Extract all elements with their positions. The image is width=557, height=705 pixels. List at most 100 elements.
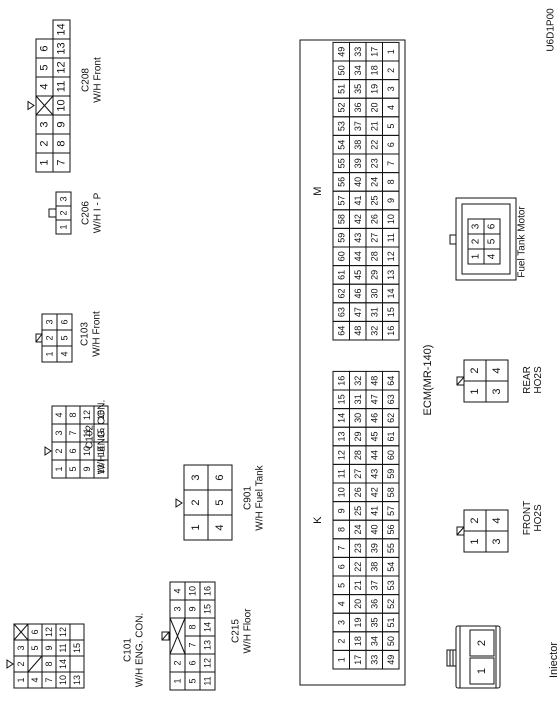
connector-latch-icon [161, 631, 170, 641]
component-name: REARHO2S [522, 366, 544, 394]
pin-number: 53 [386, 580, 396, 590]
pin-number: 50 [336, 65, 346, 75]
pin-number: 11 [56, 81, 68, 92]
pin-number: 4 [491, 367, 503, 373]
pin-number: 51 [386, 617, 396, 627]
connector-name: W/H I - P [93, 192, 104, 233]
ecm-connector: 1234567891011121314151617181920212223242… [299, 39, 406, 686]
pin-number: 51 [336, 84, 346, 94]
pin-number: 33 [369, 655, 379, 665]
pin-number: 24 [353, 524, 363, 534]
connector-latch-icon [446, 649, 457, 667]
pin-number: 44 [369, 450, 379, 460]
pin-number: 59 [336, 233, 346, 243]
pin-number: 14 [56, 23, 68, 35]
pin-number: 4 [386, 105, 396, 110]
pin-number: 9 [336, 508, 346, 513]
pin-number: 57 [336, 195, 346, 205]
pin-number: 48 [369, 376, 379, 386]
pin-number: 16 [96, 410, 106, 420]
pin-number: 6 [214, 474, 226, 480]
pin-number: 10 [56, 99, 68, 111]
pin-number: 32 [353, 376, 363, 386]
connector-name: W/H Fuel Tank [255, 464, 266, 530]
pin-number: 4 [214, 524, 226, 530]
pin-number: 57 [386, 506, 396, 516]
pin-number: 50 [386, 636, 396, 646]
pin-number: 13 [203, 640, 213, 650]
pin-number: 6 [336, 564, 346, 569]
pin-number: 37 [369, 580, 379, 590]
pin-number: 1 [54, 466, 64, 471]
connector-latch-icon [449, 234, 457, 245]
pin-number: 4 [336, 601, 346, 606]
blank-cross [13, 623, 29, 641]
pin-number: 11 [386, 233, 396, 242]
ecm-title-text: ECM(MR-140) [422, 345, 434, 416]
pin-number: 4 [60, 351, 70, 356]
connector-id: C208 [81, 68, 92, 92]
pin-number: 60 [386, 450, 396, 460]
pin-number: 2 [469, 367, 481, 373]
front-ho2s-label: FRONTHO2S [522, 501, 544, 535]
pin-number: 30 [353, 413, 363, 423]
pin-number: 36 [353, 102, 363, 112]
connector-latch-icon [456, 376, 465, 386]
ecm-section-label-k: K [312, 516, 324, 524]
pin-number: 11 [336, 469, 346, 478]
pin-number: 1 [469, 538, 481, 544]
pin-cell [469, 629, 495, 657]
connector-id: C901 [243, 486, 254, 510]
pin-number: 12 [336, 450, 346, 460]
pin-number: 9 [82, 466, 92, 471]
pin-number: 23 [353, 543, 363, 553]
pin-number: 2 [54, 448, 64, 453]
pin-number: 37 [353, 121, 363, 131]
pin-number: 3 [45, 319, 55, 324]
component-name-line: FRONT [522, 501, 533, 535]
pin-cell [56, 313, 73, 331]
pin-number: 13 [336, 431, 346, 441]
pin-number: 43 [353, 233, 363, 243]
pin-number: 42 [353, 214, 363, 224]
pin-number: 64 [336, 326, 346, 336]
pin-number: 6 [68, 448, 78, 453]
pin-number: 3 [39, 121, 51, 127]
pin-number: 3 [190, 474, 202, 480]
pin-number: 31 [369, 307, 379, 317]
pin-number: 3 [16, 645, 26, 650]
pin-number: 38 [353, 140, 363, 150]
pin-number: 26 [353, 487, 363, 497]
pin-number: 15 [386, 307, 396, 317]
pin-cell [485, 359, 509, 382]
pin-number: 10 [336, 487, 346, 497]
pin-number: 3 [173, 606, 183, 611]
component-name-line: REAR [522, 366, 533, 394]
pin-number: 2 [45, 335, 55, 340]
blank-cell [35, 95, 54, 116]
pin-number: 41 [353, 195, 363, 205]
pin-number: 12 [386, 251, 396, 261]
pin-number: 8 [56, 140, 68, 146]
pin-number: 63 [386, 394, 396, 404]
pin-number: 21 [369, 121, 379, 131]
pin-number: 17 [353, 655, 363, 665]
pin-cell [382, 41, 400, 62]
pin-number: 34 [353, 65, 363, 75]
pin-number: 8 [44, 661, 54, 666]
connector-latch-icon [35, 333, 43, 343]
pin-number: 6 [30, 629, 40, 634]
pin-number: 11 [203, 676, 213, 685]
pin-number: 2 [469, 517, 481, 523]
pin-number: 1 [16, 677, 26, 682]
